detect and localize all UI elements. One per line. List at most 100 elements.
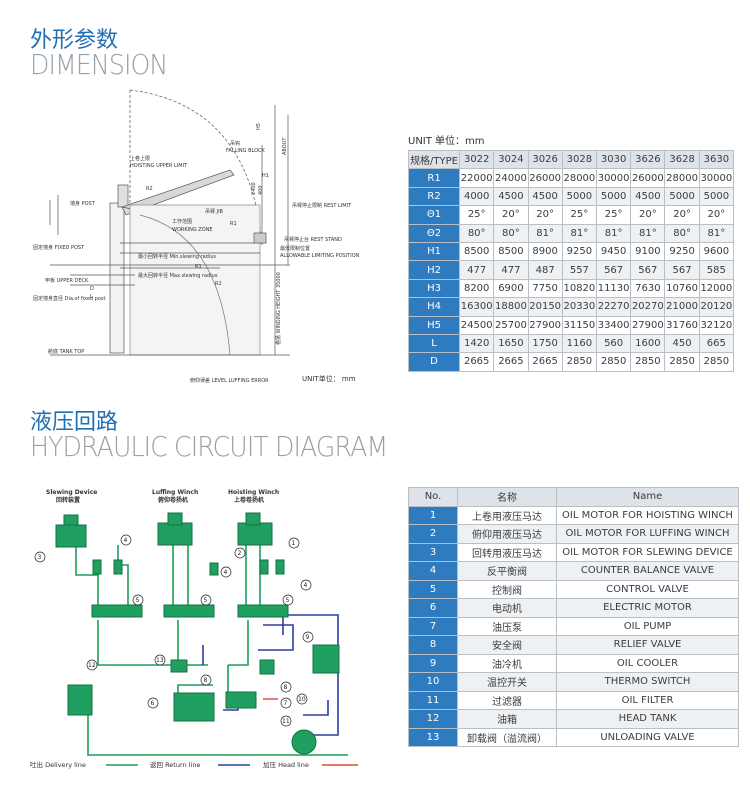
svg-text:2400: 2400 [251,182,257,195]
header-cell: 3024 [493,149,529,170]
dimension-title-en: DIMENSION [30,48,168,81]
svg-text:3: 3 [38,554,42,561]
table-cell: 567 [664,260,700,280]
table-cell: 477 [493,260,529,280]
part-number-cell: 5 [408,579,458,599]
header-cell-cn: 名称 [457,487,557,507]
label-hoisting-winch-cn: 上卷卷扬机 [234,496,264,504]
dimension-table-header: 规格/TYPE 3022 3024 3026 3028 3030 3626 36… [407,149,735,170]
table-cell: 2850 [561,352,598,372]
table-cell: 9450 [595,241,632,262]
part-number-cell: 11 [408,690,458,710]
part-name-cn-cell: 反平衡阀 [457,561,557,581]
drawing-unit: UNIT单位： mm [302,374,356,383]
label-luffing-winch: Luffing Winch [152,489,198,496]
table-cell: 20° [698,205,735,225]
row-header-cell: H4 [407,297,461,317]
svg-text:FALLING BLOCK: FALLING BLOCK [226,148,266,154]
table-cell: 20150 [527,297,563,317]
part-name-cell: CONTROL VALVE [556,579,739,599]
svg-text:最大回转半径 Max.slewing radius: 最大回转半径 Max.slewing radius [138,272,218,279]
hydraulic-circuit-diagram: Slewing Device 回转装置 Luffing Winch 俯仰卷扬机 … [30,489,358,769]
svg-text:甲板 UPPER DECK: 甲板 UPPER DECK [45,277,89,284]
table-cell: 8500 [493,241,529,262]
table-cell: 5000 [595,186,632,207]
part-name-cell: UNLOADING VALVE [556,727,739,747]
table-cell: 10820 [561,278,598,299]
part-name-cn-cell: 过滤器 [457,690,557,710]
part-name-cn-cell: 安全阀 [457,635,557,655]
table-unit: UNIT 单位：mm [408,136,485,147]
svg-text:2: 2 [238,550,242,557]
table-cell: 557 [561,260,598,280]
table-cell: 22000 [459,168,495,188]
svg-text:9: 9 [306,634,310,641]
table-cell: 1420 [459,333,495,354]
label-slewing-device: Slewing Device [46,489,97,496]
svg-text:ABOUT: ABOUT [282,137,288,155]
svg-text:5: 5 [136,597,140,604]
table-cell: 487 [527,260,563,280]
header-cell: 3026 [527,149,563,170]
part-name-cell: OIL MOTOR FOR HOISTING WINCH [556,505,739,525]
svg-text:1: 1 [292,540,296,547]
table-cell: 81° [527,223,563,243]
part-number-cell: 13 [408,727,458,747]
svg-text:6: 6 [151,700,155,707]
label-luffing-winch-cn: 俯仰卷扬机 [158,496,188,504]
svg-text:H1: H1 [262,173,269,179]
table-cell: 7630 [630,278,666,299]
table-cell: 5000 [664,186,700,207]
row-header-cell: H1 [407,241,461,262]
svg-text:WORKING ZONE: WORKING ZONE [172,227,213,233]
part-name-cell: COUNTER BALANCE VALVE [556,561,739,581]
table-cell: 24500 [459,315,495,335]
table-cell: 20° [527,205,563,225]
svg-text:俯仰误差 LEVEL LUFFING ERROR: 俯仰误差 LEVEL LUFFING ERROR [190,377,269,384]
table-cell: 2665 [527,352,563,372]
svg-text:吊臂停止台 REST STAND: 吊臂停止台 REST STAND [284,236,342,243]
table-cell: 81° [595,223,632,243]
table-cell: 21000 [664,297,700,317]
svg-text:R2: R2 [146,186,153,192]
parts-table-header: No. 名称 Name [408,487,739,507]
row-header-cell: R1 [407,168,461,188]
part-name-cn-cell: 卸载阀（溢流阀） [457,727,557,747]
part-number-cell: 6 [408,598,458,618]
table-cell: 20120 [698,297,735,317]
svg-text:卷扬 WINDING HEIGHT 35000: 卷扬 WINDING HEIGHT 35000 [275,272,282,345]
table-cell: 9100 [630,241,666,262]
table-cell: 8500 [459,241,495,262]
table-cell: 26000 [630,168,666,188]
table-cell: 9600 [698,241,735,262]
row-header-cell: H3 [407,278,461,299]
legend-head: 加压 Head line [263,760,309,769]
table-cell: 20° [630,205,666,225]
table-cell: 16300 [459,297,495,317]
row-header-cell: L [407,333,461,354]
svg-text:吊臂停止限制 REST LIMIT: 吊臂停止限制 REST LIMIT [292,202,352,209]
table-cell: 27900 [630,315,666,335]
part-number-cell: 8 [408,635,458,655]
part-name-cell: ELECTRIC MOTOR [556,598,739,618]
table-cell: 2850 [595,352,632,372]
part-name-cn-cell: 俯仰用液压马达 [457,524,557,544]
table-cell: 477 [459,260,495,280]
table-cell: 560 [595,333,632,354]
svg-text:4: 4 [304,582,308,589]
table-cell: 12000 [698,278,735,299]
table-cell: 9250 [561,241,598,262]
svg-text:吊臂 JIB: 吊臂 JIB [205,208,224,215]
table-cell: 80° [664,223,700,243]
table-cell: 567 [630,260,666,280]
table-cell: 26000 [527,168,563,188]
part-name-cn-cell: 油箱 [457,709,557,729]
svg-text:8: 8 [284,684,288,691]
table-cell: 2850 [698,352,735,372]
